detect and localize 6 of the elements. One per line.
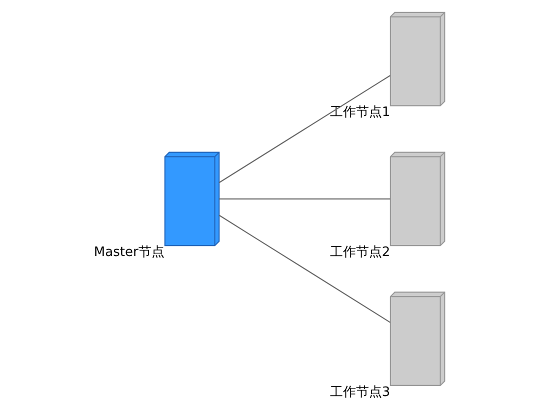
- connector: [218, 75, 390, 184]
- connector: [218, 214, 390, 323]
- node-label: 工作节点3: [329, 384, 390, 400]
- connector: [218, 198, 390, 200]
- node-label: 工作节点2: [329, 244, 390, 260]
- node-label: Master节点: [93, 244, 164, 260]
